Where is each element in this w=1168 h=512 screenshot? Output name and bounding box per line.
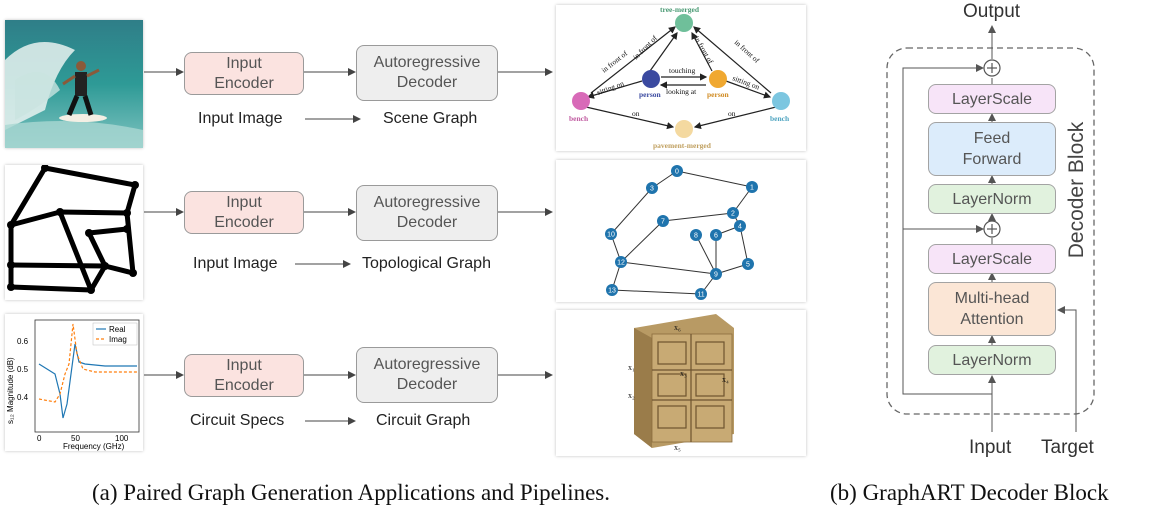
topo-node-label: 13 bbox=[608, 288, 616, 295]
node-label: person bbox=[639, 90, 661, 99]
topo-edge bbox=[610, 187, 653, 235]
dimension-label: x₁ bbox=[628, 363, 635, 372]
node-label: person bbox=[707, 90, 729, 99]
topo-edge bbox=[695, 234, 717, 275]
topo-node-label: 8 bbox=[694, 233, 698, 240]
layernorm-bottom-box: LayerNorm bbox=[928, 345, 1056, 375]
topology-sketch bbox=[5, 164, 143, 300]
topo-node bbox=[710, 268, 722, 280]
topo-node-label: 5 bbox=[746, 262, 750, 269]
layerscale-bottom-box: LayerScale bbox=[928, 244, 1056, 274]
input-encoder-box: Input Encoder bbox=[184, 354, 304, 397]
node-label: bench bbox=[770, 114, 790, 123]
topo-edge bbox=[662, 212, 734, 222]
topo-node-label: 3 bbox=[650, 186, 654, 193]
topo-node bbox=[671, 165, 683, 177]
topo-node-label: 10 bbox=[607, 232, 615, 239]
topo-edge bbox=[620, 261, 717, 275]
y-axis-label: s₁₂ Magnitude (dB) bbox=[6, 357, 15, 424]
multi-head-attention-box: Multi-head Attention bbox=[928, 282, 1056, 336]
topo-node-label: 4 bbox=[738, 224, 742, 231]
dimension-label: x₆ bbox=[674, 323, 681, 332]
topo-node-label: 0 bbox=[675, 169, 679, 176]
ytick-label: 0.6 bbox=[17, 337, 29, 346]
feed-forward-box: Feed Forward bbox=[928, 122, 1056, 176]
dimension-label: x₃ bbox=[680, 369, 687, 378]
topo-node bbox=[690, 229, 702, 241]
xtick-label: 0 bbox=[37, 434, 42, 443]
pipeline-input-label: Input Image bbox=[193, 255, 278, 272]
pipeline-input-label: Input Image bbox=[198, 110, 283, 127]
topo-node-label: 6 bbox=[714, 233, 718, 240]
dimension-label: x₂ bbox=[628, 391, 635, 400]
dimension-label: x₄ bbox=[722, 375, 729, 384]
autoregressive-decoder-box: Autoregressive Decoder bbox=[356, 185, 498, 241]
edge-label: on bbox=[632, 109, 640, 118]
topo-node bbox=[710, 229, 722, 241]
topo-node-label: 7 bbox=[661, 219, 665, 226]
topo-node-label: 2 bbox=[731, 211, 735, 218]
x-axis-label: Frequency (GHz) bbox=[63, 442, 125, 451]
topo-node bbox=[657, 215, 669, 227]
topo-edge bbox=[620, 220, 664, 263]
topo-node-label: 11 bbox=[697, 292, 704, 299]
node-label: bench bbox=[569, 114, 589, 123]
edge-label: on bbox=[728, 109, 736, 118]
topo-node bbox=[727, 207, 739, 219]
input-encoder-box: Input Encoder bbox=[184, 191, 304, 234]
edge-label: looking at bbox=[666, 87, 697, 96]
autoregressive-decoder-box: Autoregressive Decoder bbox=[356, 347, 498, 403]
autoregressive-decoder-box: Autoregressive Decoder bbox=[356, 45, 498, 101]
topo-node bbox=[646, 182, 658, 194]
topo-node-label: 12 bbox=[617, 260, 625, 267]
ytick-label: 0.4 bbox=[17, 393, 29, 402]
pipeline-output-label: Topological Graph bbox=[362, 255, 491, 272]
layernorm-top-box: LayerNorm bbox=[928, 184, 1056, 214]
topo-node bbox=[606, 284, 618, 296]
topo-node bbox=[695, 288, 707, 300]
xtick-label: 50 bbox=[71, 434, 80, 443]
legend-imag: Imag bbox=[109, 335, 127, 344]
topo-node-label: 1 bbox=[750, 185, 754, 192]
layerscale-top-box: LayerScale bbox=[928, 84, 1056, 114]
node-label: pavement-merged bbox=[653, 141, 712, 150]
topo-node bbox=[734, 220, 746, 232]
topo-node bbox=[742, 258, 754, 270]
caption-b: (b) GraphART Decoder Block bbox=[830, 480, 1109, 505]
topo-edge bbox=[676, 170, 753, 188]
frequency-chart: Real Imag 0.6 0.5 0.4 0 50 100 Frequency… bbox=[5, 314, 143, 451]
scene-graph-thumbnail: in front of in front of in front of in f… bbox=[556, 5, 806, 151]
decoder-target-label: Target bbox=[1041, 437, 1094, 458]
circuit-graph-thumbnail: x₆ x₁ x₂ x₃ x₄ x₅ bbox=[556, 310, 806, 456]
decoder-input-label: Input bbox=[969, 437, 1012, 458]
topo-node-label: 9 bbox=[714, 272, 718, 279]
input-encoder-box: Input Encoder bbox=[184, 52, 304, 95]
legend-real: Real bbox=[109, 325, 126, 334]
topo-edge bbox=[611, 289, 702, 295]
caption-a: (a) Paired Graph Generation Applications… bbox=[92, 480, 610, 505]
xtick-label: 100 bbox=[115, 434, 129, 443]
topo-edge bbox=[739, 225, 749, 265]
ytick-label: 0.5 bbox=[17, 365, 29, 374]
dimension-label: x₅ bbox=[674, 443, 681, 452]
topo-node bbox=[746, 181, 758, 193]
pipeline-input-label: Circuit Specs bbox=[190, 412, 285, 429]
node-label: tree-merged bbox=[660, 5, 700, 14]
pipeline-output-label: Scene Graph bbox=[383, 110, 478, 127]
decoder-output-label: Output bbox=[963, 1, 1021, 22]
topo-node bbox=[605, 228, 617, 240]
topo-node bbox=[615, 256, 627, 268]
pipeline-output-label: Circuit Graph bbox=[376, 412, 471, 429]
surfer-photo bbox=[5, 20, 143, 148]
edge-label: touching bbox=[669, 66, 695, 75]
